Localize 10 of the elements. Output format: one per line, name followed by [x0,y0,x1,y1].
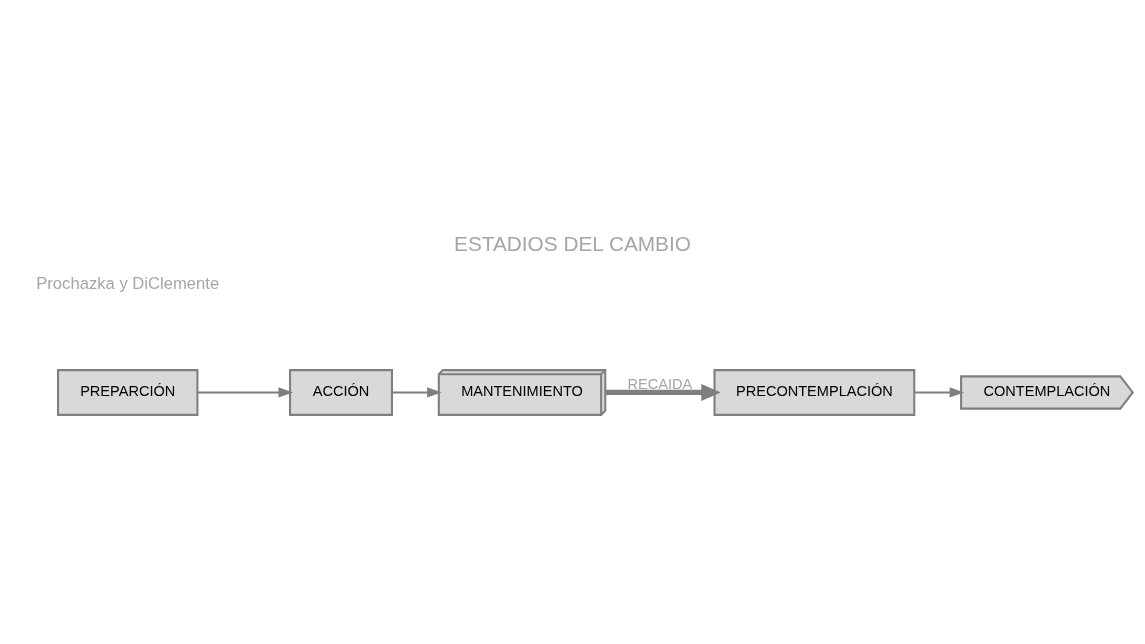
edge-label: RECAIDA [627,375,693,392]
label: Prochazka y DiClemente [36,273,220,293]
arrow [197,386,294,398]
diagram-title: ESTADIOS DEL CAMBIO [454,231,691,255]
arrow [914,386,965,398]
node-box: ACCIÓN [288,368,394,416]
node-box: PREPARCIÓN [56,368,199,416]
arrow [392,386,442,398]
arrow [605,383,721,401]
node-box: PRECONTEMPLACIÓN [713,368,916,416]
